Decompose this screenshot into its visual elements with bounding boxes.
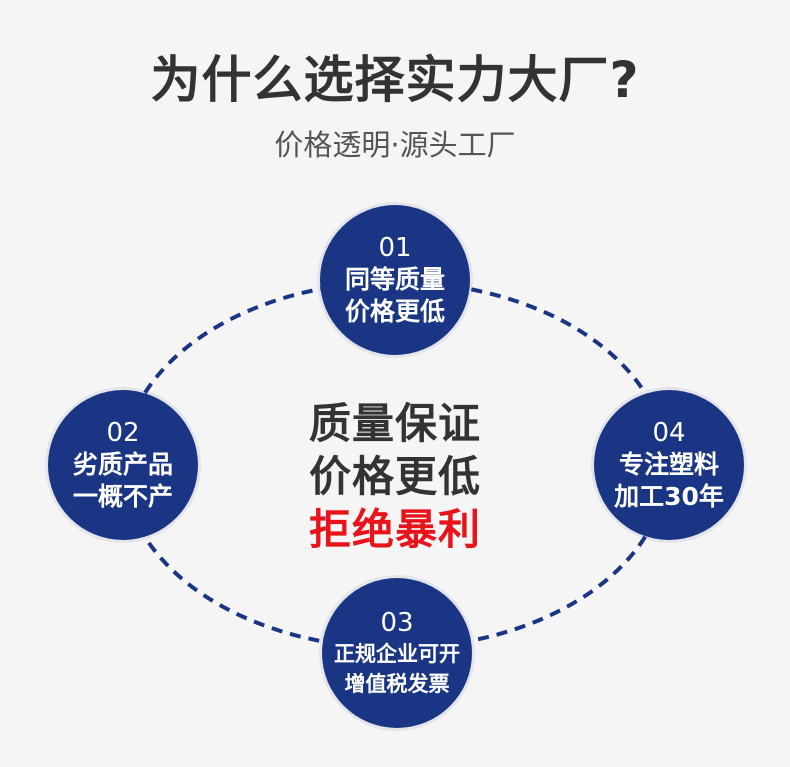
page-subtitle: 价格透明·源头工厂 [274,128,516,162]
center-line-price: 价格更低 [308,452,481,501]
center-line-quality: 质量保证 [308,399,481,448]
node-number: 03 [380,608,414,638]
node-line: 增值税发票 [344,672,450,696]
node-02-circle: 02 劣质产品 一概不产 [48,390,198,540]
node-line: 正规企业可开 [334,642,460,666]
center-text: 质量保证 价格更低 拒绝暴利 [0,397,790,556]
node-line: 加工30年 [614,482,724,511]
node-number: 04 [652,418,686,448]
node-03-circle: 03 正规企业可开 增值税发票 [322,578,472,728]
node-number: 02 [106,418,140,448]
node-line: 一概不产 [72,482,173,511]
center-line-highlight: 拒绝暴利 [308,505,481,554]
node-line: 专注塑料 [618,450,719,479]
node-line: 同等质量 [344,265,445,294]
page-title: 为什么选择实力大厂? [150,51,640,109]
node-01-circle: 01 同等质量 价格更低 [320,205,470,355]
node-line: 价格更低 [344,297,445,326]
node-number: 01 [378,233,412,263]
node-line: 劣质产品 [72,450,173,479]
node-04-circle: 04 专注塑料 加工30年 [594,390,744,540]
